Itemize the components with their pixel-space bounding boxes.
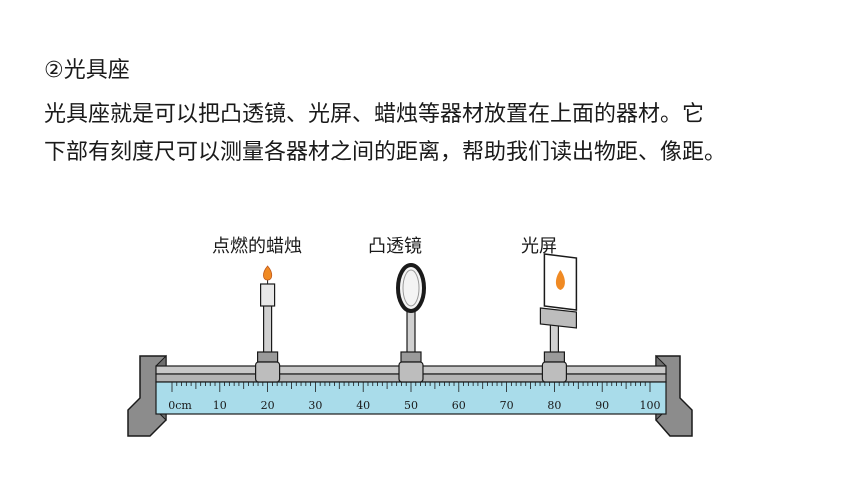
ruler-tick-label: 70 [500, 399, 514, 412]
ruler-tick-label: 20 [261, 399, 275, 412]
ruler-tick-label: 40 [356, 399, 370, 412]
ruler-tick-label: 60 [452, 399, 466, 412]
screen-holder [539, 253, 578, 383]
candle-label: 点燃的蜡烛 [212, 236, 302, 257]
flame-image-icon [555, 270, 565, 290]
screen-label: 光屏 [521, 236, 557, 257]
ruler-tick-label: 10 [213, 399, 227, 412]
convex-lens-icon [396, 263, 426, 313]
candle-body [260, 283, 276, 307]
paragraph-line-1: 光具座就是可以把凸透镜、光屏、蜡烛等器材放置在上面的器材。它 [44, 102, 705, 127]
ruler-tick-label: 90 [595, 399, 609, 412]
section-heading: ②光具座 [44, 58, 130, 83]
paragraph-line-2: 下部有刻度尺可以测量各器材之间的距离，帮助我们读出物距、像距。 [44, 140, 727, 165]
candle-holder [255, 265, 281, 383]
description-paragraph: 光具座就是可以把凸透镜、光屏、蜡烛等器材放置在上面的器材。它 下部有刻度尺可以测… [44, 96, 824, 172]
ruler-tick-label: 0cm [168, 399, 192, 412]
ruler-tick-label: 50 [404, 399, 418, 412]
flame-icon [263, 265, 273, 281]
ruler-tick-label: 100 [640, 399, 661, 412]
ruler-ticks [171, 382, 651, 392]
ruler-tick-label: 80 [547, 399, 561, 412]
lens-label: 凸透镜 [368, 236, 422, 257]
ruler-tick-labels: 0cm 10 20 30 40 50 60 70 80 90 100 [168, 399, 660, 412]
lens-holder [396, 263, 426, 383]
ruler-tick-label: 30 [308, 399, 322, 412]
